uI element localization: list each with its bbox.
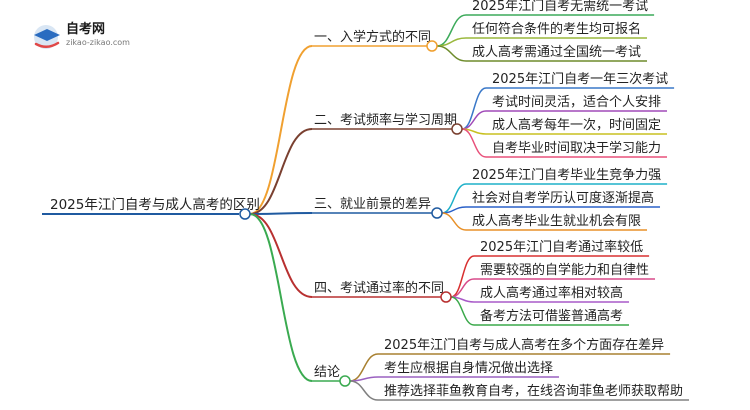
- branch-label: 结论: [314, 365, 340, 380]
- branch-connector: [249, 128, 313, 215]
- leaf-connector: [441, 183, 467, 214]
- leaf-connector: [441, 206, 467, 214]
- branch-node-handle[interactable]: [440, 291, 452, 303]
- branch-node-handle[interactable]: [431, 207, 443, 219]
- leaf-label: 成人高考通过率相对较高: [480, 285, 623, 301]
- branch-label: 一、入学方式的不同: [314, 29, 431, 45]
- leaf-connector: [450, 278, 475, 298]
- root-topic-label: 2025年江门自考与成人高考的区别: [50, 196, 260, 213]
- leaf-connector: [450, 296, 475, 326]
- leaf-connector: [461, 110, 487, 130]
- connector-lines: [249, 14, 487, 401]
- logo-url: zikao-zikao.com: [66, 38, 130, 47]
- leaf-label: 2025年江门自考无需统一考试: [472, 0, 648, 14]
- branch-label: 二、考试频率与学习周期: [314, 112, 457, 128]
- leaf-label: 成人高考毕业生就业机会有限: [472, 213, 641, 229]
- leaf-connector: [461, 87, 487, 130]
- leaf-label: 考试时间灵活，适合个人安排: [492, 95, 661, 110]
- leaf-connector: [349, 376, 379, 382]
- branch-connector: [249, 45, 313, 215]
- leaf-label: 成人高考需通过全国统一考试: [472, 44, 641, 60]
- leaf-label: 需要较强的自学能力和自律性: [480, 262, 649, 278]
- branch-connector: [249, 213, 313, 298]
- leaf-label: 2025年江门自考与成人高考在多个方面存在差异: [384, 337, 664, 353]
- leaf-label: 2025年江门自考毕业生竞争力强: [472, 167, 661, 183]
- mindmap-nodes: 2025年江门自考与成人高考的区别 一、入学方式的不同 2025年江门自考无需统一考…: [42, 0, 690, 401]
- branch-node-handle[interactable]: [339, 375, 351, 387]
- leaf-label: 成人高考每年一次，时间固定: [492, 117, 661, 133]
- branch-node-handle[interactable]: [451, 123, 463, 135]
- branch-connector: [249, 213, 313, 382]
- branch-node-handle[interactable]: [426, 40, 438, 52]
- leaf-label: 自考毕业时间取决于学习能力: [492, 140, 661, 156]
- root-node-handle[interactable]: [239, 208, 251, 220]
- leaf-connector: [436, 45, 467, 62]
- logo-name: 自考网: [66, 21, 105, 37]
- leaf-label: 推荐选择菲鱼教育自考，在线咨询菲鱼老师获取帮助: [384, 383, 683, 399]
- logo: 自考网 zikao-zikao.com: [34, 21, 130, 49]
- leaf-label: 2025年江门自考通过率较低: [480, 239, 643, 255]
- branch-label: 三、就业前景的差异: [314, 196, 431, 212]
- leaf-connector: [441, 212, 467, 231]
- leaf-label: 社会对自考学历认可度逐渐提高: [472, 190, 654, 206]
- leaf-connector: [349, 380, 379, 401]
- graduation-cap-icon: [34, 29, 60, 41]
- leaf-connector: [461, 128, 487, 158]
- logo-swoosh: [34, 41, 60, 48]
- leaf-label: 备考方法可借鉴普通高考: [480, 308, 623, 324]
- branch-connector: [249, 212, 313, 215]
- branch-label: 四、考试通过率的不同: [314, 280, 444, 296]
- leaf-label: 任何符合条件的考生均可报名: [472, 21, 641, 37]
- leaf-connector: [450, 255, 475, 298]
- leaf-label: 考生应根据自身情况做出选择: [384, 360, 553, 376]
- leaf-label: 2025年江门自考一年三次考试: [492, 71, 668, 87]
